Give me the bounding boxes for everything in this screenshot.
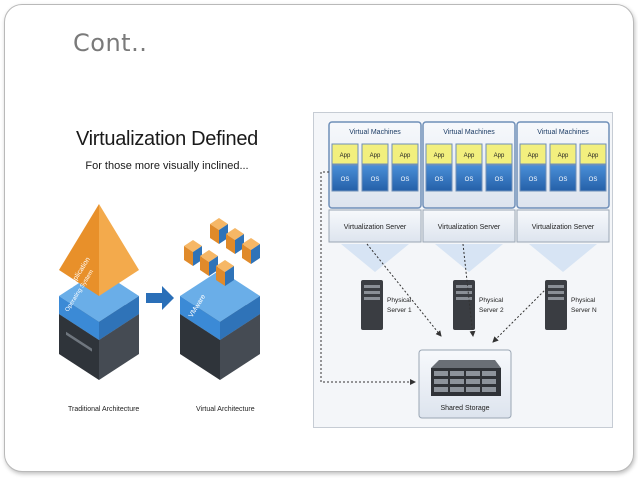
os-label: OS <box>341 177 350 183</box>
os-layer-left <box>59 296 99 340</box>
os-label: OS <box>371 177 380 183</box>
hardware-left <box>59 314 99 380</box>
v-hardware-right <box>220 314 260 380</box>
os-label: OS <box>435 177 444 183</box>
virtualization-server-label: Virtualization Server <box>438 224 501 231</box>
traditional-architecture-caption: Traditional Architecture <box>68 406 140 413</box>
traditional-architecture-stack: Application Operating System <box>59 204 139 380</box>
shared-storage: Shared Storage <box>418 349 512 419</box>
vm-cubes <box>184 218 260 286</box>
virtual-machines-label: Virtual Machines <box>349 129 401 136</box>
physical-server-label: Server 2 <box>479 307 504 314</box>
projection-cone <box>435 244 503 272</box>
app-label: App <box>558 153 569 159</box>
app-label: App <box>588 153 599 159</box>
virtualization-defined-figure: Virtualization Defined For those more vi… <box>54 118 280 428</box>
v-hardware-left <box>180 314 220 380</box>
server-group-1: Virtual Machines App App App OS OS OS Vi… <box>328 121 422 330</box>
vm-cube <box>216 260 234 286</box>
right-arrow-icon <box>146 286 174 310</box>
virtualization-server-box <box>328 209 422 243</box>
vmware-layer-right <box>220 296 260 340</box>
app-label: App <box>370 153 381 159</box>
virtualization-server-label: Virtualization Server <box>532 224 595 231</box>
server-group-2: Virtual Machines App App App OS OS OS Vi… <box>422 121 516 330</box>
virtual-machines-label: Virtual Machines <box>537 129 589 136</box>
shared-storage-label: Shared Storage <box>440 405 489 412</box>
application-right <box>99 204 139 296</box>
storage-connectors <box>320 171 548 385</box>
app-label: App <box>400 153 411 159</box>
physical-server-label: Physical <box>571 297 596 304</box>
app-label: App <box>528 153 539 159</box>
physical-server-label: Server 1 <box>387 307 412 314</box>
virtual-architecture-stack: VMware <box>180 270 260 380</box>
physical-server-label: Physical <box>387 297 412 304</box>
vmware-layer-left <box>180 296 220 340</box>
physical-server-icon <box>361 280 383 330</box>
os-label: OS <box>529 177 538 183</box>
storage-array-top <box>431 360 501 368</box>
physical-server-label: Physical <box>479 297 504 304</box>
virtualization-server-box <box>516 209 610 243</box>
app-label: App <box>434 153 445 159</box>
server-group-3: Virtual Machines App App App OS OS OS Vi… <box>516 121 610 330</box>
hardware-right <box>99 314 139 380</box>
application-left <box>59 204 99 296</box>
os-label: OS <box>495 177 504 183</box>
virtual-architecture-caption: Virtual Architecture <box>196 406 255 413</box>
vm-cube <box>210 218 228 244</box>
vm-cube <box>184 240 202 266</box>
hardware-slot <box>66 331 92 352</box>
vm-cube <box>242 238 260 264</box>
shared-storage-diagram: Virtual Machines App App App OS OS OS Vi… <box>313 112 613 428</box>
vm-cube <box>200 250 218 276</box>
app-label: App <box>494 153 505 159</box>
app-label: App <box>340 153 351 159</box>
figure-heading: Virtualization Defined <box>75 128 259 150</box>
virtualization-server-label: Virtualization Server <box>344 224 407 231</box>
virtual-machines-label: Virtual Machines <box>443 129 495 136</box>
slide-title: Cont.. <box>73 29 148 57</box>
app-label: App <box>464 153 475 159</box>
os-label: OS <box>401 177 410 183</box>
architecture-illustration: Application Operating System VMware <box>59 204 260 380</box>
physical-server-icon <box>545 280 567 330</box>
vm-cube <box>226 228 244 254</box>
os-label: OS <box>559 177 568 183</box>
os-label: OS <box>589 177 598 183</box>
os-layer-right <box>99 296 139 340</box>
physical-server-label: Server N <box>571 307 597 314</box>
os-label: OS <box>465 177 474 183</box>
projection-cone <box>341 244 409 272</box>
projection-cone <box>529 244 597 272</box>
figure-subheading: For those more visually inclined... <box>85 160 249 172</box>
virtualization-server-box <box>422 209 516 243</box>
physical-server-icon <box>453 280 475 330</box>
